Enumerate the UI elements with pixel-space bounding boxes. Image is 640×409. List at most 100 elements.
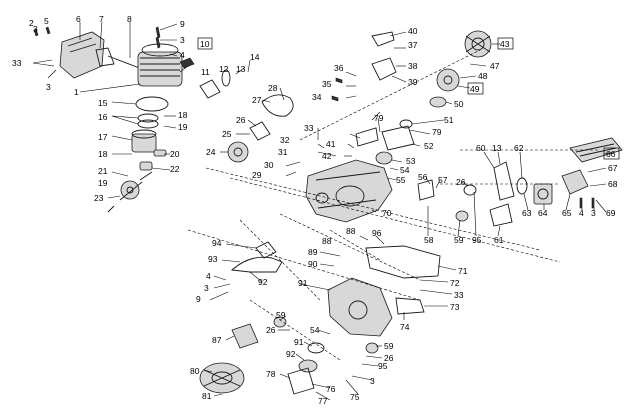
callout-39: 39 bbox=[408, 77, 418, 87]
callout-43-box bbox=[497, 37, 514, 50]
callout-75: 75 bbox=[350, 392, 360, 402]
callout-10-box bbox=[197, 37, 213, 50]
callout-53: 53 bbox=[406, 156, 416, 166]
callout-79b: 79 bbox=[374, 113, 384, 123]
callout-30: 30 bbox=[264, 160, 274, 170]
callout-26b: 26 bbox=[456, 177, 466, 187]
callout-71: 71 bbox=[458, 266, 468, 276]
callout-84: 87 bbox=[212, 335, 222, 345]
callout-38: 38 bbox=[408, 61, 418, 71]
callout-25: 25 bbox=[222, 129, 232, 139]
callout-21: 21 bbox=[98, 166, 108, 176]
callout-1: 1 bbox=[74, 87, 79, 97]
callout-43: 43 bbox=[500, 39, 510, 49]
callout-47: 47 bbox=[490, 61, 500, 71]
callout-50: 50 bbox=[454, 99, 464, 109]
callout-6: 6 bbox=[76, 14, 81, 24]
callout-34: 34 bbox=[312, 92, 322, 102]
callout-22: 22 bbox=[170, 164, 180, 174]
callout-52: 52 bbox=[424, 141, 434, 151]
callout-92: 93 bbox=[208, 254, 218, 264]
callout-18: 18 bbox=[178, 110, 188, 120]
callout-94: 95 bbox=[472, 235, 482, 245]
cylinder bbox=[137, 43, 183, 87]
callout-62: 62 bbox=[514, 143, 524, 153]
callout-36: 36 bbox=[334, 63, 344, 73]
callout-19b: 19 bbox=[98, 178, 108, 188]
callout-13: 13 bbox=[236, 64, 246, 74]
callout-40: 40 bbox=[408, 26, 418, 36]
callout-88: 91 bbox=[298, 278, 308, 288]
callout-4: 4 bbox=[180, 50, 185, 60]
callout-87: 90 bbox=[308, 259, 318, 269]
callout-68: 68 bbox=[608, 179, 618, 189]
callout-3b: 3 bbox=[180, 35, 185, 45]
callout-60: 60 bbox=[476, 143, 486, 153]
callout-35: 35 bbox=[322, 79, 332, 89]
callout-74: 74 bbox=[400, 322, 410, 332]
callout-3f: 3 bbox=[370, 376, 375, 386]
callout-3e: 3 bbox=[204, 283, 209, 293]
clutch bbox=[436, 68, 460, 92]
callout-54: 54 bbox=[400, 165, 410, 175]
callout-9: 9 bbox=[180, 19, 185, 29]
callout-41: 41 bbox=[326, 139, 336, 149]
callout-49: 49 bbox=[470, 84, 480, 94]
callout-33: 33 bbox=[12, 58, 22, 68]
callout-55: 55 bbox=[396, 175, 406, 185]
callout-3c: 3 bbox=[46, 82, 51, 92]
callout-11: 11 bbox=[201, 67, 210, 77]
callout-80: 80 bbox=[190, 366, 200, 376]
callout-64: 64 bbox=[538, 208, 548, 218]
callout-labels: 2 3 5 6 7 8 9 3 4 10 33 3 1 11 12 13 14 … bbox=[12, 14, 620, 406]
crankcase bbox=[305, 159, 393, 223]
callout-57: 57 bbox=[438, 175, 448, 185]
callout-93: 94 bbox=[212, 238, 222, 248]
callout-72: 72 bbox=[450, 278, 460, 288]
callout-18b: 18 bbox=[98, 149, 108, 159]
callout-5: 5 bbox=[44, 16, 49, 26]
gasket-plate bbox=[95, 47, 115, 67]
callout-26c: 26 bbox=[266, 325, 276, 335]
callout-9b: 9 bbox=[196, 294, 201, 304]
callout-24: 24 bbox=[206, 147, 216, 157]
callout-33b: 33 bbox=[304, 123, 314, 133]
callout-66-box bbox=[603, 147, 620, 160]
callout-29: 29 bbox=[252, 170, 262, 180]
callout-7: 7 bbox=[99, 14, 104, 24]
callout-3d: 3 bbox=[591, 208, 596, 218]
callout-14: 14 bbox=[250, 52, 260, 62]
callout-94b: 95 bbox=[378, 361, 388, 371]
callout-65: 65 bbox=[562, 208, 572, 218]
carburetor bbox=[533, 183, 553, 205]
starter-housing bbox=[327, 277, 393, 337]
callout-4b: 4 bbox=[579, 208, 584, 218]
callout-13b: 13 bbox=[492, 143, 502, 153]
callout-54b: 54 bbox=[310, 325, 320, 335]
callout-63: 63 bbox=[522, 208, 532, 218]
callout-81: 81 bbox=[202, 391, 212, 401]
callout-26: 26 bbox=[236, 115, 246, 125]
callout-15: 15 bbox=[98, 98, 108, 108]
callout-89: 91 bbox=[294, 337, 304, 347]
callout-91: 92 bbox=[258, 277, 268, 287]
callout-59b: 59 bbox=[276, 310, 286, 320]
callout-37: 37 bbox=[408, 40, 418, 50]
callout-3: 3 bbox=[33, 24, 38, 34]
callout-70: 70 bbox=[382, 208, 392, 218]
callout-19: 19 bbox=[178, 122, 188, 132]
callout-12: 12 bbox=[219, 64, 229, 74]
callout-78: 78 bbox=[266, 369, 276, 379]
callout-33c: 33 bbox=[454, 290, 464, 300]
callout-85: 88 bbox=[346, 226, 356, 236]
callout-23: 23 bbox=[94, 193, 104, 203]
callout-32: 32 bbox=[280, 135, 290, 145]
callout-26d: 26 bbox=[384, 353, 394, 363]
callout-27: 27 bbox=[252, 95, 262, 105]
clutch-drum bbox=[464, 30, 492, 58]
oil-pump bbox=[227, 141, 249, 163]
parts-artwork bbox=[33, 26, 623, 395]
callout-77: 77 bbox=[318, 396, 328, 406]
callout-42: 42 bbox=[322, 151, 332, 161]
